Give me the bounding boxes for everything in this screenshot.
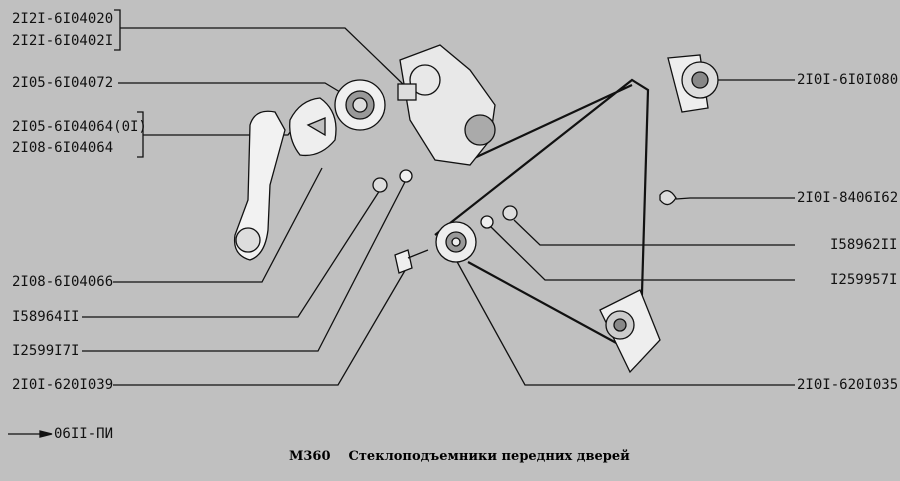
bolt [394,249,429,274]
leader-nut-left [82,189,381,318]
bracket-mechanism [114,9,121,51]
leader-clip [675,197,795,200]
label-bolt: 2I0I-620I039 [12,377,114,393]
leader-nut-right [513,219,795,246]
leader-pulley [454,257,795,386]
title-text: Стеклоподъемники передних дверей [348,449,630,464]
mechanism [397,44,496,166]
label-pulley: 2I0I-620I035 [797,377,899,393]
leader-washer-right [489,225,795,281]
label-spacer-a: 2I05-6I04064(0I) [12,119,147,135]
leader-mechanism [120,27,406,87]
reference-arrow-head [39,430,53,438]
label-mechanism-b: 2I2I-6I0402I [12,33,114,49]
leader-bolt [113,261,411,386]
label-washer-left: I2599I7I [12,343,80,359]
label-spacer-b: 2I08-6I04064 [12,140,114,156]
label-washer-right: I259957I [830,272,898,288]
label-nut-left: I58964II [12,309,80,325]
leader-handle [113,167,323,283]
label-mechanism-a: 2I2I-6I04020 [12,11,114,27]
title-code: M360 [289,449,331,464]
label-seal: 2I05-6I04072 [12,75,114,91]
lower-pulley [599,289,661,374]
washer-left [399,169,413,183]
label-clip: 2I0I-8406I62 [797,190,899,206]
window-handle [233,110,286,261]
seal-ring [334,79,386,131]
label-nut-right: I58962II [830,237,898,253]
label-upper-roller: 2I0I-6I0I080 [797,72,899,88]
pulley [435,221,477,263]
diagram-title: M360 Стеклоподъемники передних дверей [289,449,648,464]
leader-washer-left [82,179,407,352]
upper-roller [667,54,719,113]
nut-right [502,205,518,221]
leader-seal [118,82,351,99]
label-handle: 2I08-6I04066 [12,274,114,290]
cable-clip [659,190,677,206]
reference-label: 06II-ПИ [54,426,114,442]
nut-left [372,177,388,193]
washer-right [480,215,494,229]
